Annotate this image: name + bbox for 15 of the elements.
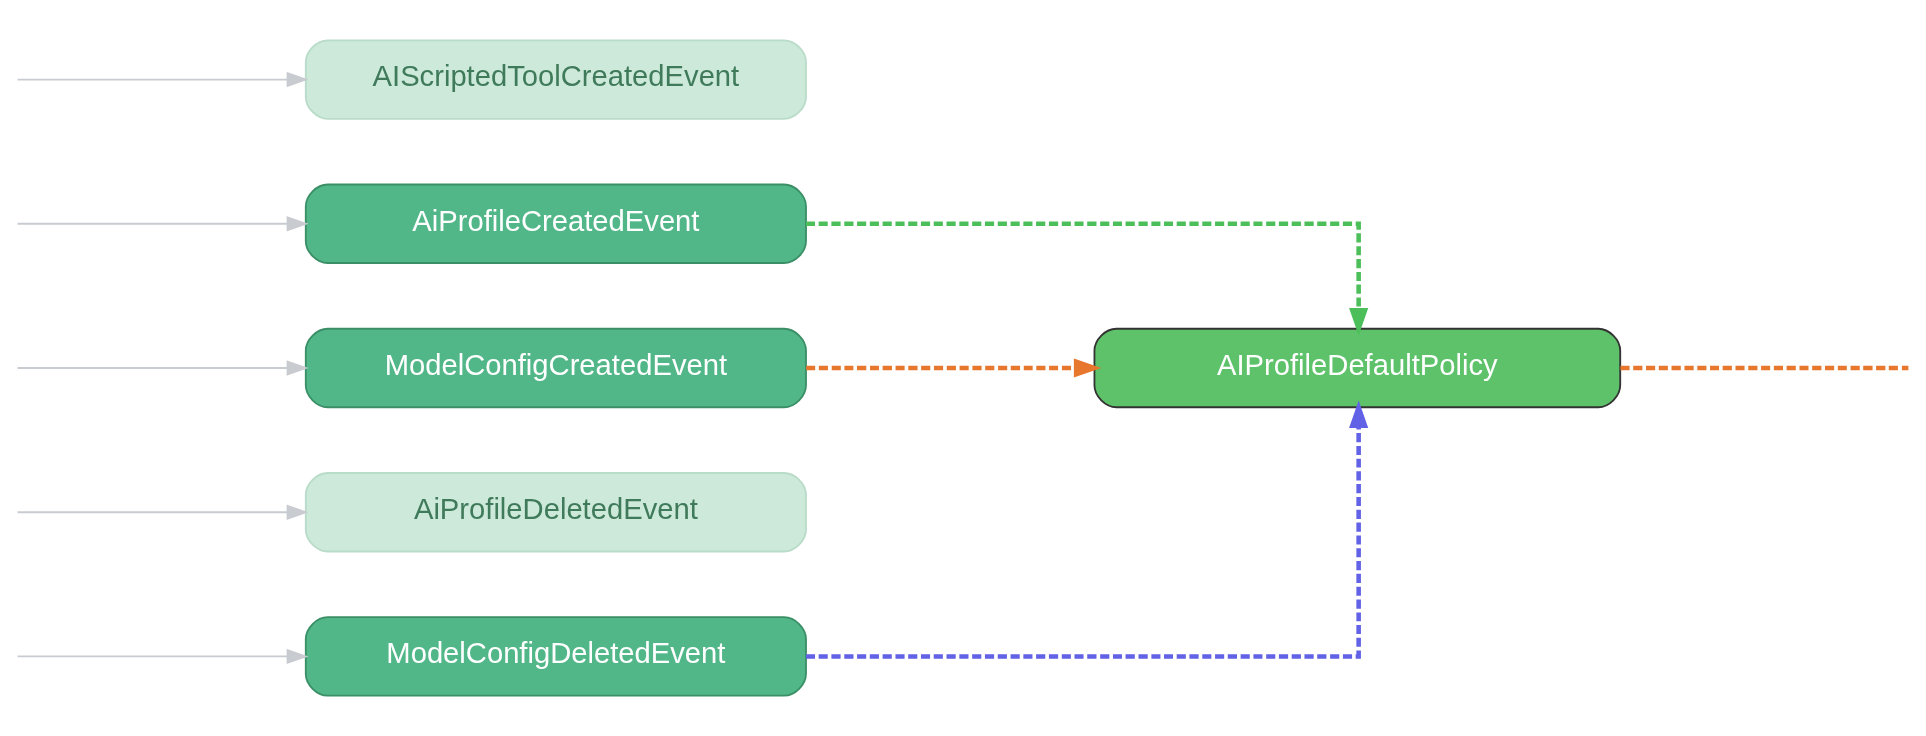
arrow	[16, 216, 309, 232]
arrow	[16, 504, 309, 520]
node-box: ModelConfigDeletedEvent	[304, 616, 807, 697]
arrow	[16, 360, 309, 376]
node-box: AiProfileDeletedEvent	[304, 472, 807, 553]
arrow	[16, 71, 309, 88]
node-box: AIProfileDefaultPolicy	[1093, 327, 1622, 409]
node-box: ModelConfigCreatedEvent	[304, 327, 807, 409]
connector	[1620, 365, 1909, 371]
node-box: AiProfileCreatedEvent	[304, 183, 807, 264]
arrow	[806, 400, 1369, 659]
arrow	[16, 648, 309, 665]
arrow	[806, 221, 1369, 336]
arrow	[806, 358, 1102, 378]
node-box: AIScriptedToolCreatedEvent	[304, 39, 807, 120]
